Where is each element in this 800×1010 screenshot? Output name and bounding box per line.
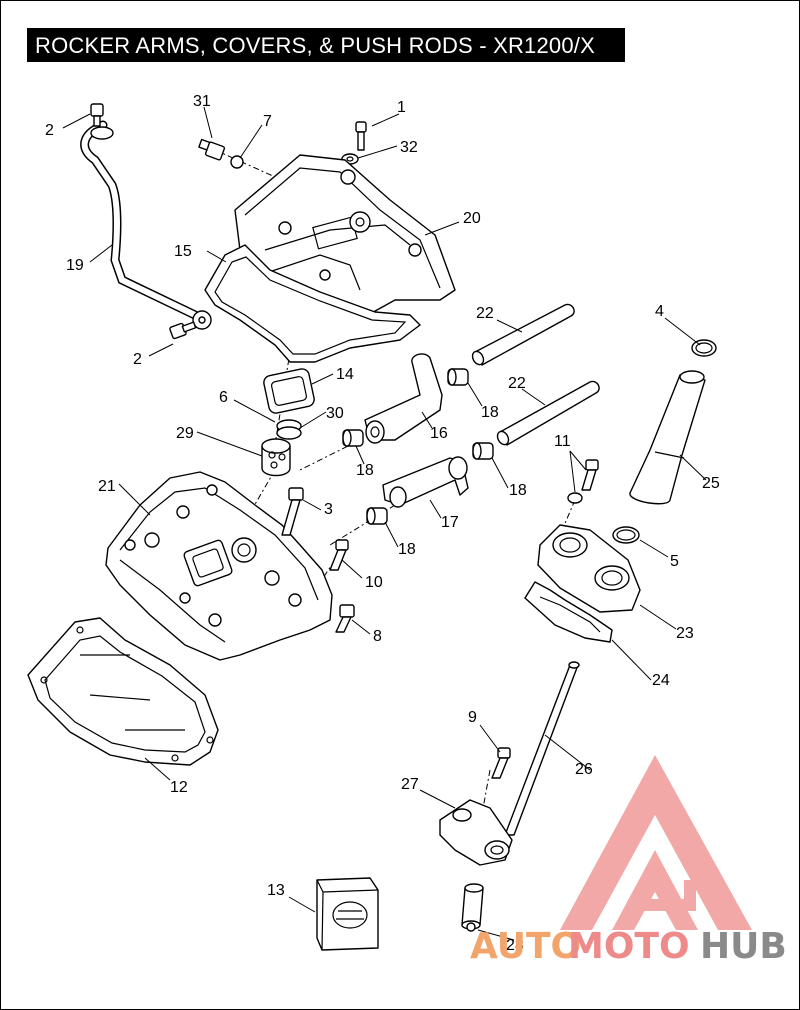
rocker-shaft-upper <box>471 303 575 366</box>
genuine-parts-box-icon <box>316 877 379 951</box>
lifter-cover-gasket <box>524 581 613 643</box>
callout-22b: 22 <box>508 375 526 392</box>
sensor-fitting <box>198 138 226 161</box>
push-rod <box>504 661 580 836</box>
lifter-cover <box>537 524 641 613</box>
callout-4: 4 <box>655 303 664 320</box>
callout-18c: 18 <box>509 482 527 499</box>
callout-31: 31 <box>193 93 211 110</box>
bushing-a <box>447 368 469 386</box>
bushing-b <box>342 429 364 447</box>
watermark-auto: AUTO <box>470 926 581 967</box>
callout-30: 30 <box>326 405 344 422</box>
callout-14: 14 <box>336 366 354 383</box>
callout-13: 13 <box>267 882 285 899</box>
washer-11 <box>567 492 583 504</box>
callout-labels: 1 2 2 3 4 5 6 7 8 9 10 11 12 13 14 15 16… <box>45 93 720 954</box>
automotohub-watermark: AUTO MOTO HUB <box>470 926 787 967</box>
banjo-bolt-top <box>90 103 104 127</box>
callout-26: 26 <box>575 761 593 778</box>
bushing-d <box>366 507 388 525</box>
callout-29: 29 <box>176 425 194 442</box>
callout-2b: 2 <box>133 351 142 368</box>
callout-9: 9 <box>468 709 477 726</box>
callout-17: 17 <box>441 514 459 531</box>
callout-32: 32 <box>400 139 418 156</box>
callout-8: 8 <box>373 628 382 645</box>
callout-2a: 2 <box>45 122 54 139</box>
watermark-moto: MOTO <box>568 926 690 967</box>
callout-3: 3 <box>324 501 333 518</box>
support-screw-11 <box>581 459 599 491</box>
callout-27: 27 <box>401 776 419 793</box>
banjo-bolt-bottom <box>169 321 197 340</box>
callout-10: 10 <box>365 574 383 591</box>
breather-gasket <box>263 368 315 414</box>
push-rod-tube <box>629 370 706 505</box>
callout-19: 19 <box>66 257 84 274</box>
callout-18a: 18 <box>481 404 499 421</box>
housing-bolt-3 <box>281 487 304 536</box>
title-bar: ROCKER ARMS, COVERS, & PUSH RODS - XR120… <box>27 28 625 62</box>
oil-line-tube <box>80 120 212 330</box>
anti-rotation-device <box>439 799 513 866</box>
callout-1: 1 <box>397 99 406 116</box>
callout-18b: 18 <box>356 462 374 479</box>
callout-23: 23 <box>676 625 694 642</box>
callout-11: 11 <box>554 433 571 450</box>
bushing-c <box>472 442 494 460</box>
rocker-shaft-lower <box>496 380 600 446</box>
callout-16: 16 <box>430 425 448 442</box>
callout-24: 24 <box>652 672 670 689</box>
cover-gasket <box>204 244 421 363</box>
breather-assembly <box>261 438 291 477</box>
callout-6: 6 <box>219 389 228 406</box>
callout-15: 15 <box>174 243 192 260</box>
callout-22a: 22 <box>476 305 494 322</box>
base-gasket <box>27 617 219 766</box>
anti-rotation-bolt <box>491 747 511 779</box>
callout-12: 12 <box>170 779 188 796</box>
rocker-arm-16 <box>364 353 443 444</box>
o-ring-small <box>230 155 244 169</box>
watermark-hub: HUB <box>700 926 787 967</box>
housing-bolt-8 <box>335 604 355 633</box>
callout-leaders <box>62 106 707 941</box>
callout-21: 21 <box>98 478 116 495</box>
rocker-arm-17 <box>382 456 469 508</box>
callout-20: 20 <box>463 210 481 227</box>
hydraulic-lifter <box>461 883 484 932</box>
callout-5: 5 <box>670 553 679 570</box>
page-title: ROCKER ARMS, COVERS, & PUSH RODS - XR120… <box>35 33 595 58</box>
callout-7: 7 <box>263 113 272 130</box>
automotohub-logo-icon <box>560 755 752 930</box>
cover-screw <box>355 121 367 151</box>
callout-28: 28 <box>506 937 524 954</box>
rocker-housing <box>105 471 333 661</box>
callout-25: 25 <box>702 475 720 492</box>
housing-bolt-10 <box>329 539 349 571</box>
callout-18d: 18 <box>398 541 416 558</box>
